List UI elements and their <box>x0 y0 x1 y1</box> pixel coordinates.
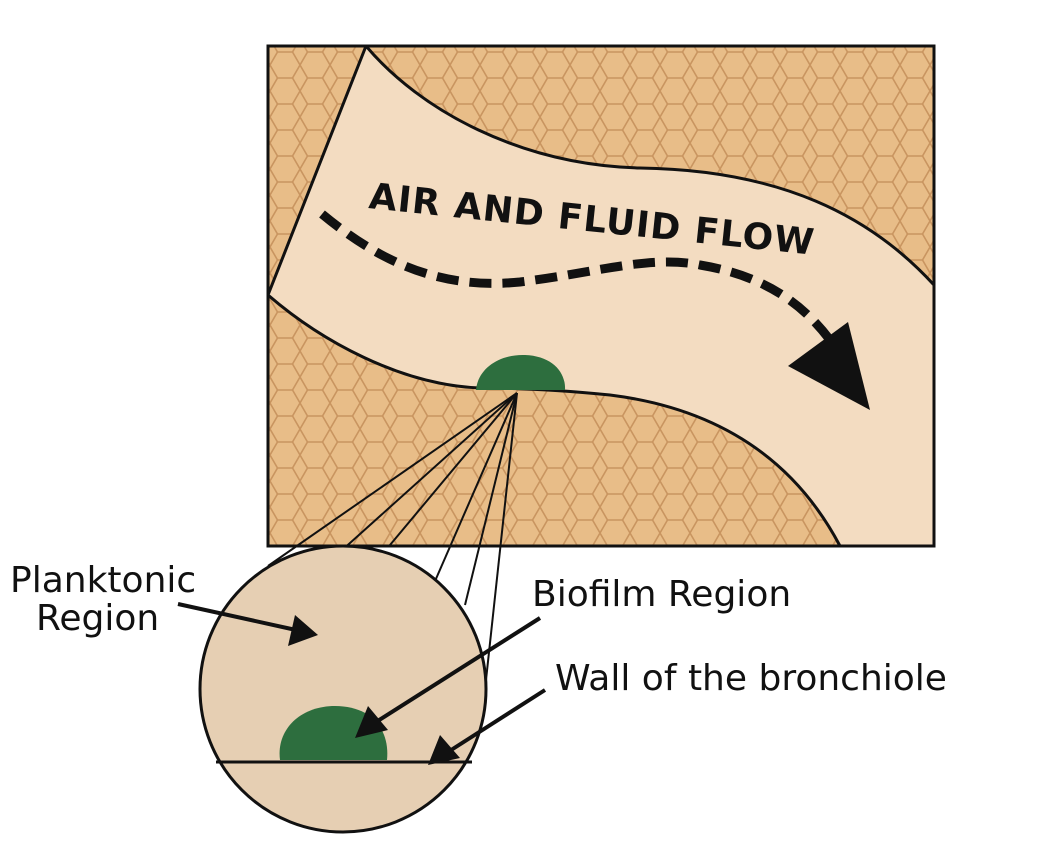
wall-arrowhead <box>428 735 460 765</box>
label-arrows <box>177 602 547 765</box>
bronchiole-panel: AIR AND FLUID FLOW <box>266 44 936 548</box>
zoom-biofilm-blob <box>279 706 388 760</box>
wall-label: Wall of the bronchiole <box>555 658 947 699</box>
zoom-lines <box>267 392 518 681</box>
flow-arrowhead <box>788 322 870 410</box>
planktonic-label-line2: Region <box>36 598 159 639</box>
panel-border <box>266 44 936 548</box>
labels: Planktonic Region Biofilm Region Wall of… <box>10 560 947 699</box>
biofilm-label: Biofilm Region <box>532 574 791 615</box>
biofilm-arrowhead <box>355 706 388 738</box>
planktonic-label-line1: Planktonic <box>10 560 196 601</box>
zoom-circle <box>198 544 488 834</box>
biofilm-blob <box>476 354 566 390</box>
flow-arrow-path <box>319 210 834 343</box>
airway-lumen <box>268 46 934 546</box>
planktonic-arrowhead <box>288 615 318 646</box>
